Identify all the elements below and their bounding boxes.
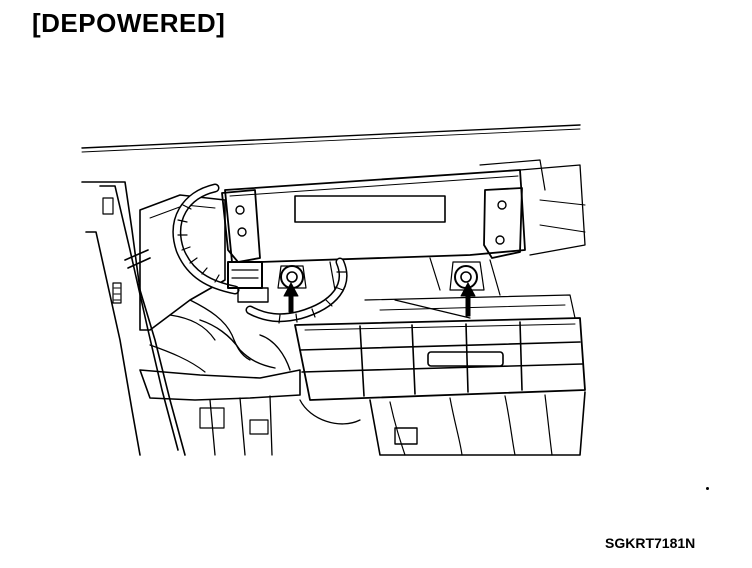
hvac-housing	[294, 294, 586, 401]
up-arrow-icon	[460, 282, 476, 317]
airbag-module	[224, 159, 586, 263]
left-panel	[81, 181, 186, 456]
harness-connector	[227, 261, 269, 303]
figure-code: SGKRT7181N	[605, 535, 696, 551]
page-title: [DEPOWERED]	[32, 8, 226, 38]
lower-duct	[139, 319, 361, 456]
up-arrow-icon	[283, 282, 299, 313]
left-mount-bracket	[221, 189, 261, 263]
under-module-details	[169, 257, 501, 361]
dashboard-edge	[81, 124, 581, 153]
left-bracket	[124, 194, 226, 331]
blower-motor	[369, 391, 586, 456]
right-mount-bracket	[483, 187, 523, 259]
wiring-harness	[172, 183, 348, 324]
stray-mark	[706, 487, 709, 490]
